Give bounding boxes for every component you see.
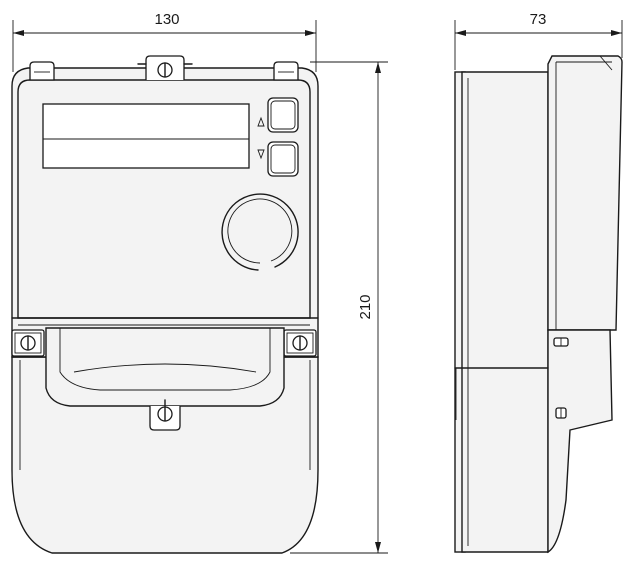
width-label: 130 bbox=[154, 11, 179, 28]
height-label: 210 bbox=[357, 294, 374, 319]
width-dimension: 130 bbox=[12, 11, 317, 72]
depth-dimension: 73 bbox=[454, 11, 623, 70]
height-dimension: 210 bbox=[290, 61, 388, 554]
top-hinge-right bbox=[273, 61, 299, 81]
side-terminal-cover bbox=[547, 329, 613, 554]
up-button bbox=[257, 97, 299, 133]
front-view: 130 bbox=[11, 11, 319, 554]
lcd-display bbox=[42, 103, 250, 169]
terminal-cover bbox=[45, 327, 285, 407]
depth-label: 73 bbox=[530, 11, 547, 28]
side-body bbox=[461, 71, 549, 553]
down-triangle-icon bbox=[257, 149, 265, 160]
up-triangle-icon bbox=[257, 116, 265, 127]
mount-screw-left bbox=[11, 329, 45, 357]
side-view: 73 bbox=[454, 11, 623, 554]
top-seal bbox=[137, 55, 193, 80]
mount-screw-right bbox=[283, 329, 317, 357]
side-cover bbox=[547, 55, 623, 331]
side-pin-lower bbox=[555, 407, 567, 419]
down-button bbox=[257, 141, 299, 177]
optical-port bbox=[221, 193, 299, 271]
top-hinge-left bbox=[29, 61, 55, 81]
side-pin-upper bbox=[553, 337, 569, 347]
bottom-seal bbox=[149, 399, 181, 431]
